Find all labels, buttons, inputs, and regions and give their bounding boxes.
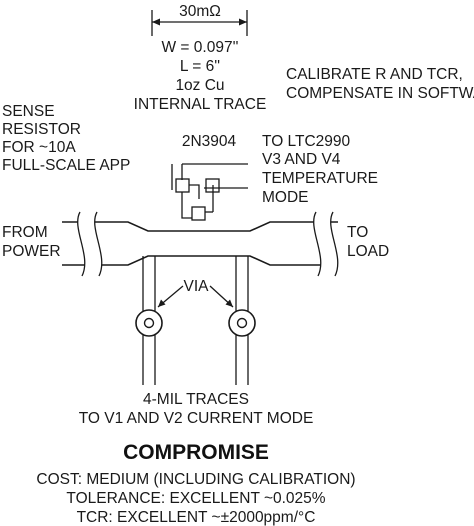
calibrate-note-line-2: COMPENSATE IN SOFTWARE [286, 85, 474, 102]
calibrate-note-line-1: CALIBRATE R AND TCR, [286, 66, 463, 83]
spec-tolerance: TOLERANCE: EXCELLENT ~0.025% [66, 490, 325, 507]
transistor-pad-bottom [191, 206, 206, 221]
trace-break-right-mask [313, 212, 338, 276]
dimension-label: 30mΩ [179, 3, 221, 20]
transistor-label: 2N3904 [182, 133, 237, 150]
dimension-left-arrow [152, 18, 160, 26]
sense-note-line-1: SENSE [2, 103, 55, 120]
via-right-hole [236, 317, 248, 329]
specs: COST: MEDIUM (INCLUDING CALIBRATION) TOL… [36, 471, 355, 526]
trace-spec: W = 0.097'' L = 6'' 1oz Cu INTERNAL TRAC… [134, 39, 267, 113]
trace-spec-copper: 1oz Cu [175, 77, 224, 94]
trace-bottom-edge [62, 255, 338, 266]
copper-trace [62, 211, 339, 277]
via-right [228, 309, 256, 337]
traces-note: 4-MIL TRACES TO V1 AND V2 CURRENT MODE [79, 391, 314, 427]
calibrate-note: CALIBRATE R AND TCR, COMPENSATE IN SOFTW… [286, 66, 474, 102]
transistor-pad-left [175, 178, 190, 193]
trace-break-right-a [313, 211, 322, 277]
to-load-line-1: TO [347, 224, 368, 241]
ltc-note-line-3: TEMPERATURE [262, 170, 378, 187]
trace-top-edge [62, 221, 338, 232]
ltc-note-line-4: MODE [262, 189, 309, 206]
dimension-marker: 30mΩ [151, 3, 248, 36]
trace-spec-width: W = 0.097'' [161, 39, 238, 56]
traces-note-line-1: 4-MIL TRACES [143, 391, 249, 408]
sense-resistor-note: SENSE RESISTOR FOR ~10A FULL-SCALE APP [2, 103, 130, 174]
spec-cost: COST: MEDIUM (INCLUDING CALIBRATION) [36, 471, 355, 488]
from-power-line-1: FROM [2, 224, 48, 241]
sense-note-line-2: RESISTOR [2, 121, 81, 138]
sense-note-line-4: FULL-SCALE APP [2, 157, 130, 174]
spec-tcr: TCR: EXCELLENT ~±2000ppm/°C [77, 509, 316, 526]
via-left [135, 309, 163, 337]
title: COMPROMISE [123, 441, 269, 464]
ltc-note-line-2: V3 AND V4 [262, 151, 341, 168]
transistor-lead-down [181, 192, 192, 219]
via-leader-right-arrow [225, 299, 233, 307]
traces-note-line-2: TO V1 AND V2 CURRENT MODE [79, 410, 314, 427]
via-label: VIA [184, 278, 210, 295]
trace-spec-length: L = 6'' [180, 58, 220, 75]
to-load-label: TO LOAD [347, 224, 389, 260]
trace-break-left-mask [77, 212, 102, 276]
trace-break-left-b [94, 211, 103, 277]
from-power-label: FROM POWER [2, 224, 61, 260]
via-left-hole [143, 317, 155, 329]
trace-break-left-a [77, 211, 86, 277]
from-power-line-2: POWER [2, 243, 61, 260]
trace-spec-type: INTERNAL TRACE [134, 96, 267, 113]
via-leader-left-arrow [158, 299, 166, 307]
via-callout: VIA [157, 278, 234, 308]
sense-note-line-3: FOR ~10A [2, 139, 76, 156]
trace-break-right-b [330, 211, 339, 277]
dimension-right-arrow [239, 18, 247, 26]
to-load-line-2: LOAD [347, 243, 389, 260]
ltc-note-line-1: TO LTC2990 [262, 133, 351, 150]
transistor-lead-link [189, 184, 200, 199]
ltc-note: TO LTC2990 V3 AND V4 TEMPERATURE MODE [262, 133, 378, 206]
transistor-footprint [171, 163, 248, 221]
